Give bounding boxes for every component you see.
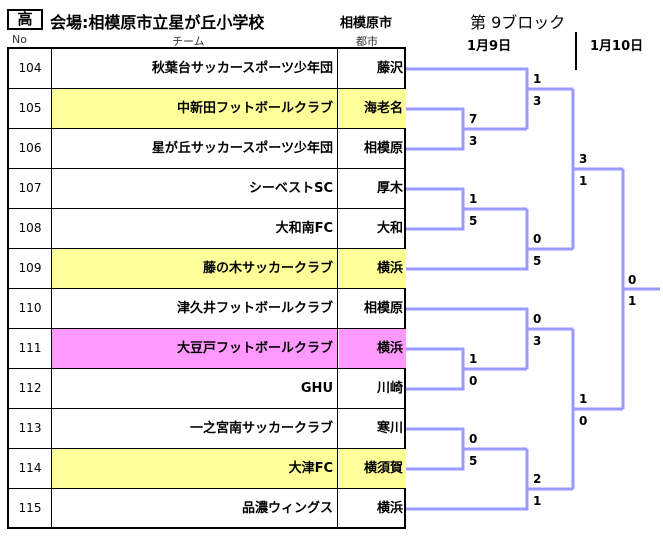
team-name: シーベストSC xyxy=(52,169,338,208)
match-score: 1 xyxy=(628,294,636,308)
day2-label: 1月10日 xyxy=(590,39,644,54)
bracket-line xyxy=(406,67,529,129)
bracket-line xyxy=(406,307,529,369)
day1-label: 1月9日 xyxy=(467,39,512,54)
team-number: 113 xyxy=(9,409,52,448)
venue-city: 相模原市 xyxy=(340,16,393,31)
team-number: 104 xyxy=(9,49,52,88)
team-city: 大和 xyxy=(376,221,403,236)
team-city: 相模原 xyxy=(363,141,403,156)
bracket-line xyxy=(406,209,529,271)
match-score: 7 xyxy=(469,112,477,126)
match-score: 1 xyxy=(533,494,541,508)
team-city: 横浜 xyxy=(339,249,406,288)
match-score: 1 xyxy=(469,352,477,366)
column-header-no: No xyxy=(12,33,27,46)
column-header-city: 都市 xyxy=(356,35,378,48)
match-score: 3 xyxy=(533,334,541,348)
block-title: 第 9ブロック xyxy=(470,13,566,32)
match-score: 2 xyxy=(533,472,541,486)
team-name: 品濃ウィングス xyxy=(52,489,338,528)
match-score: 3 xyxy=(579,152,587,166)
match-score: 1 xyxy=(533,72,541,86)
match-score: 5 xyxy=(469,454,477,468)
match-score: 0 xyxy=(628,273,636,287)
match-score: 1 xyxy=(469,192,477,206)
bracket-line xyxy=(406,427,465,471)
bracket-line xyxy=(406,187,465,231)
day-divider xyxy=(575,32,577,70)
match-score: 3 xyxy=(533,94,541,108)
header-rule xyxy=(7,47,406,49)
column-header-team: チーム xyxy=(172,35,205,48)
team-name: 大和南FC xyxy=(52,209,338,248)
team-city: 横須賀 xyxy=(339,449,406,488)
match-score: 0 xyxy=(469,374,477,388)
team-number: 108 xyxy=(9,209,52,248)
team-name: 中新田フットボールクラブ xyxy=(52,89,338,128)
match-score: 3 xyxy=(469,134,477,148)
team-name: GHU xyxy=(52,369,338,408)
match-score: 0 xyxy=(533,232,541,246)
team-name: 藤の木サッカークラブ xyxy=(52,249,338,288)
match-score: 1 xyxy=(579,174,587,188)
team-number: 112 xyxy=(9,369,52,408)
match-score: 0 xyxy=(533,312,541,326)
bracket-line xyxy=(406,449,529,511)
team-name: 秋葉台サッカースポーツ少年団 xyxy=(52,49,338,88)
team-city: 藤沢 xyxy=(376,61,403,76)
team-city: 海老名 xyxy=(339,89,406,128)
team-name: 大豆戸フットボールクラブ xyxy=(52,329,338,368)
team-number: 111 xyxy=(9,329,52,368)
team-name: 星が丘サッカースポーツ少年団 xyxy=(52,129,338,168)
team-number: 110 xyxy=(9,289,52,328)
team-number: 109 xyxy=(9,249,52,288)
team-city: 川崎 xyxy=(376,381,403,396)
bracket-line xyxy=(406,347,465,391)
team-number: 114 xyxy=(9,449,52,488)
match-score: 1 xyxy=(579,392,587,406)
team-number: 107 xyxy=(9,169,52,208)
team-city: 横浜 xyxy=(339,329,406,368)
team-name: 大津FC xyxy=(52,449,338,488)
match-score: 5 xyxy=(533,254,541,268)
team-city: 相模原 xyxy=(363,301,403,316)
team-number: 115 xyxy=(9,489,52,528)
match-score: 0 xyxy=(469,432,477,446)
match-score: 5 xyxy=(469,214,477,228)
team-city: 厚木 xyxy=(376,181,403,196)
grade-badge: 高 xyxy=(7,9,43,30)
team-name: 一之宮南サッカークラブ xyxy=(52,409,338,448)
team-city: 寒川 xyxy=(376,421,403,436)
team-city: 横浜 xyxy=(376,501,403,516)
venue-title: 会場:相模原市立星が丘小学校 xyxy=(50,13,265,32)
match-score: 0 xyxy=(579,414,587,428)
bracket-line xyxy=(406,107,465,151)
team-number: 105 xyxy=(9,89,52,128)
team-number: 106 xyxy=(9,129,52,168)
team-name: 津久井フットボールクラブ xyxy=(52,289,338,328)
